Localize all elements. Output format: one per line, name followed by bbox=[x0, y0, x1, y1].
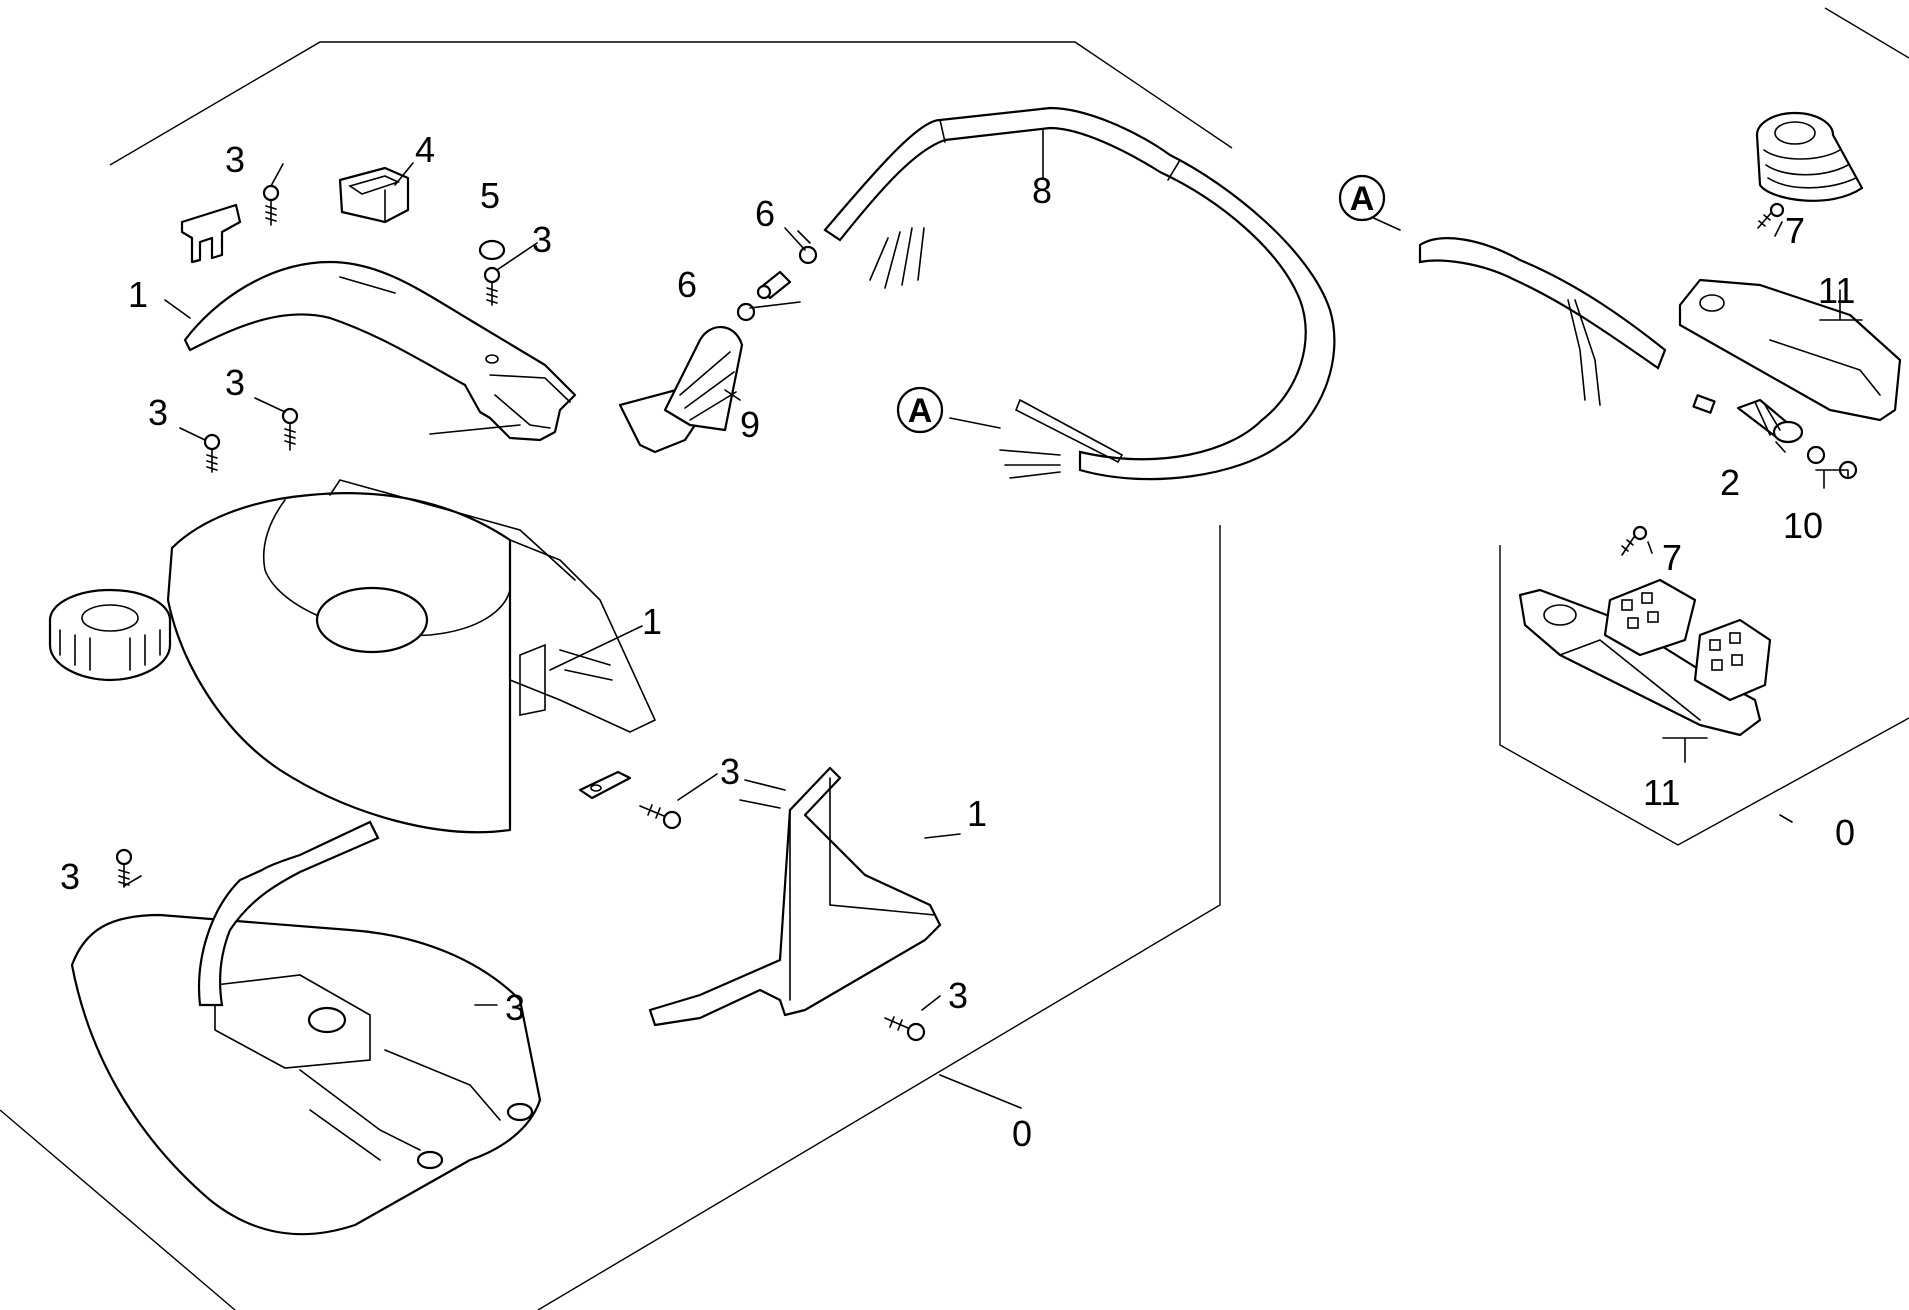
part-labels: 3 4 5 3 1 3 3 6 6 9 8 1 3 1 3 3 3 0 7 11… bbox=[60, 129, 1855, 1154]
callout-a-left: A bbox=[896, 386, 944, 434]
cap-part bbox=[478, 239, 506, 261]
label-screw-right: 7 bbox=[1662, 537, 1682, 578]
screw-icon bbox=[483, 266, 501, 306]
label-hose: 8 bbox=[1032, 170, 1052, 211]
screw-icon bbox=[884, 1016, 926, 1042]
label-ring: 6 bbox=[755, 193, 775, 234]
ring-icon bbox=[736, 302, 756, 322]
cover-bottom bbox=[1518, 588, 1762, 737]
label-bracket: 1 bbox=[967, 793, 987, 834]
label-screw: 3 bbox=[225, 362, 245, 403]
svg-text:A: A bbox=[1350, 180, 1375, 218]
screw-icon bbox=[262, 184, 280, 226]
iron-housing bbox=[166, 479, 657, 834]
terminal-block bbox=[1603, 578, 1697, 657]
svg-text:A: A bbox=[908, 392, 933, 430]
label-switch: 4 bbox=[415, 129, 435, 170]
callout-a-right: A bbox=[1338, 174, 1386, 222]
label-set-right: 0 bbox=[1835, 812, 1855, 853]
label-cover-bottom: 11 bbox=[1643, 772, 1680, 813]
soleplate bbox=[70, 820, 542, 1236]
cable-guide bbox=[618, 326, 744, 454]
label-ring: 6 bbox=[677, 264, 697, 305]
screw-icon bbox=[639, 804, 682, 830]
label-screw: 3 bbox=[60, 856, 80, 897]
rocker-switch bbox=[338, 166, 410, 224]
screw-icon bbox=[281, 407, 299, 451]
label-cap: 5 bbox=[480, 175, 500, 216]
bracket bbox=[648, 766, 942, 1027]
label-set-main: 0 bbox=[1012, 1113, 1032, 1154]
leader-lines bbox=[123, 129, 1863, 1109]
handle-cover bbox=[183, 260, 577, 442]
label-rings-right: 10 bbox=[1783, 505, 1823, 546]
main-assembly-frame bbox=[0, 41, 1233, 1310]
label-housing: 1 bbox=[642, 601, 662, 642]
label-screw: 3 bbox=[948, 975, 968, 1016]
label-handle-cover: 1 bbox=[128, 274, 148, 315]
label-screw: 3 bbox=[505, 987, 525, 1028]
plug-part bbox=[1692, 394, 1804, 444]
clip-part bbox=[180, 203, 242, 264]
label-screw-right: 7 bbox=[1785, 210, 1805, 251]
connector-icon bbox=[756, 270, 792, 300]
label-screw: 3 bbox=[148, 392, 168, 433]
screw-icon bbox=[1621, 525, 1648, 556]
cable-section bbox=[1418, 237, 1667, 406]
ring-icon bbox=[798, 245, 818, 265]
link-plate bbox=[578, 770, 632, 800]
label-screw: 3 bbox=[720, 751, 740, 792]
knob-icon bbox=[48, 588, 172, 682]
screw-icon bbox=[1757, 202, 1785, 229]
steam-hose bbox=[823, 106, 1336, 481]
right-assembly-frame bbox=[1499, 7, 1909, 846]
screw-icon bbox=[203, 433, 221, 473]
cover-top bbox=[1678, 278, 1902, 422]
terminal-block bbox=[1693, 618, 1772, 702]
screw-icon bbox=[115, 848, 133, 888]
label-cover-top: 11 bbox=[1818, 270, 1855, 311]
label-screw: 3 bbox=[225, 139, 245, 180]
bellows-part bbox=[1755, 111, 1864, 202]
label-screw: 3 bbox=[532, 219, 552, 260]
ring-icon bbox=[1806, 445, 1826, 465]
label-plug: 2 bbox=[1720, 462, 1740, 503]
label-cable-guide: 9 bbox=[740, 404, 760, 445]
